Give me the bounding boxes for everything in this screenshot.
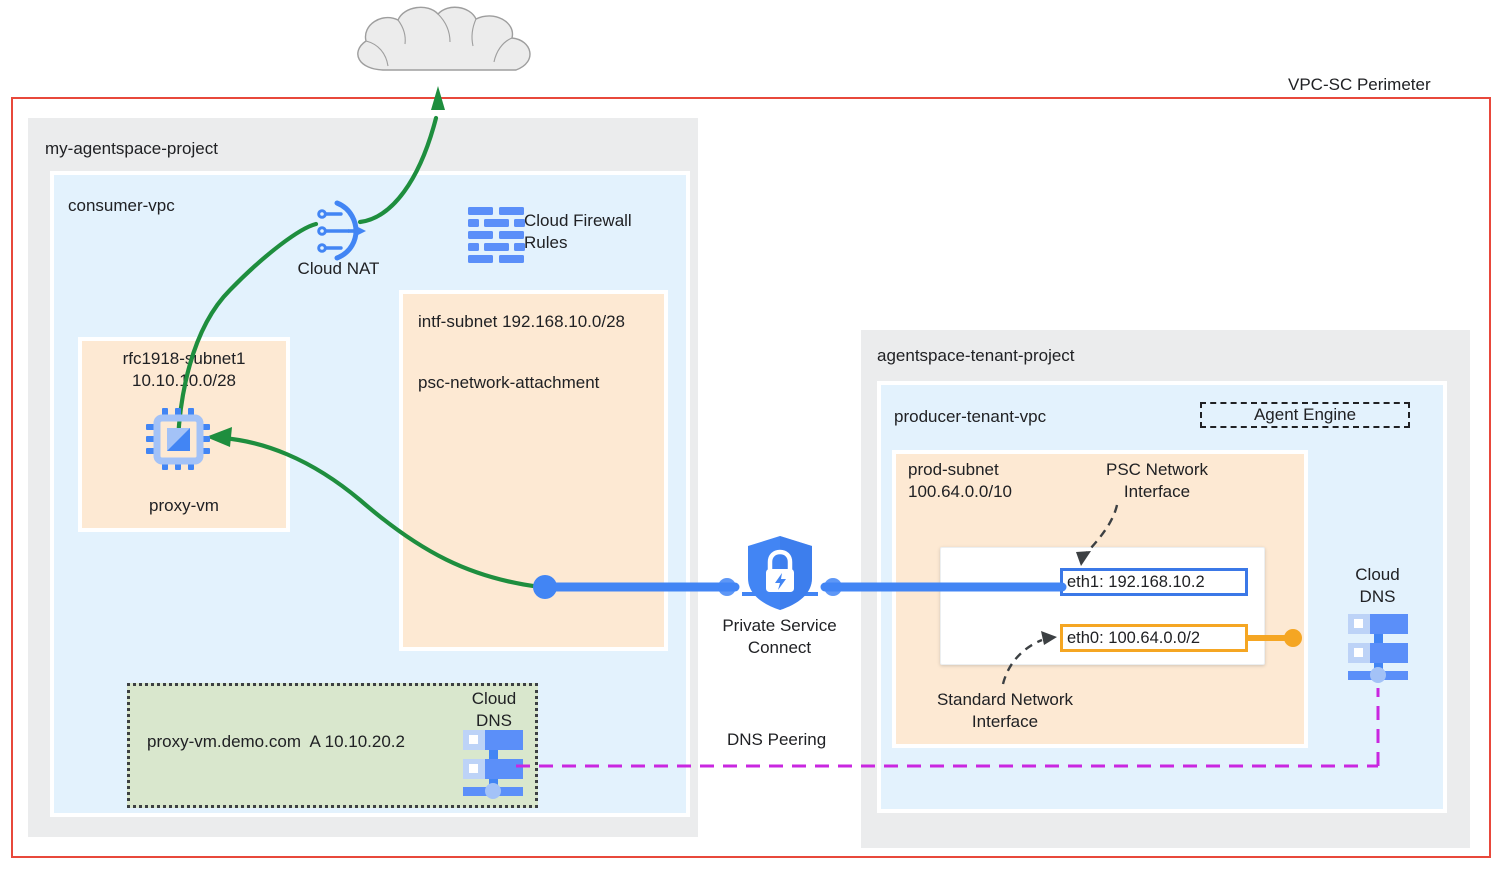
internet-label: Internet [411,29,469,48]
psc-network-attachment-label: psc-network-attachment [418,373,600,392]
eth0-interface-box: eth0: 100.64.0.0/2 [1060,624,1248,652]
cloud-nat-label: Cloud NAT [297,259,380,278]
consumer-project-label: my-agentspace-project [45,139,218,158]
consumer-vpc-label: consumer-vpc [68,196,175,215]
tenant-project-label: agentspace-tenant-project [877,346,1075,365]
dns-a-record-label: proxy-vm.demo.com A 10.10.20.2 [147,732,405,751]
psc-network-interface-callout: PSC Network Interface [1105,460,1209,502]
eth1-interface-label: eth1: 192.168.10.2 [1067,573,1205,591]
standard-network-interface-callout: Standard Network Interface [936,690,1074,732]
rfc1918-subnet-label: rfc1918-subnet1 10.10.10.0/28 [122,349,246,391]
intf-subnet-box [399,290,668,651]
cloud-dns-right-label: Cloud DNS [1355,565,1400,607]
agent-engine-box: Agent Engine [1200,402,1410,428]
intf-subnet-label: intf-subnet 192.168.10.0/28 [418,312,625,331]
private-service-connect-label: Private Service Connect [722,616,837,658]
cloud-firewall-rules-label: Cloud Firewall Rules [524,211,632,253]
vpc-sc-perimeter-label: VPC-SC Perimeter [1288,75,1431,94]
dns-peering-label: DNS Peering [727,730,827,749]
proxy-vm-label: proxy-vm [149,496,219,515]
eth1-interface-box: eth1: 192.168.10.2 [1060,568,1248,596]
cloud-dns-left-label: Cloud DNS [471,689,517,731]
prod-subnet-label: prod-subnet 100.64.0.0/10 [908,460,1012,502]
eth0-interface-label: eth0: 100.64.0.0/2 [1067,629,1201,647]
producer-tenant-vpc-label: producer-tenant-vpc [894,407,1047,426]
vpc-sc-perimeter-box [11,97,1491,858]
agent-engine-label: Agent Engine [1253,405,1357,424]
